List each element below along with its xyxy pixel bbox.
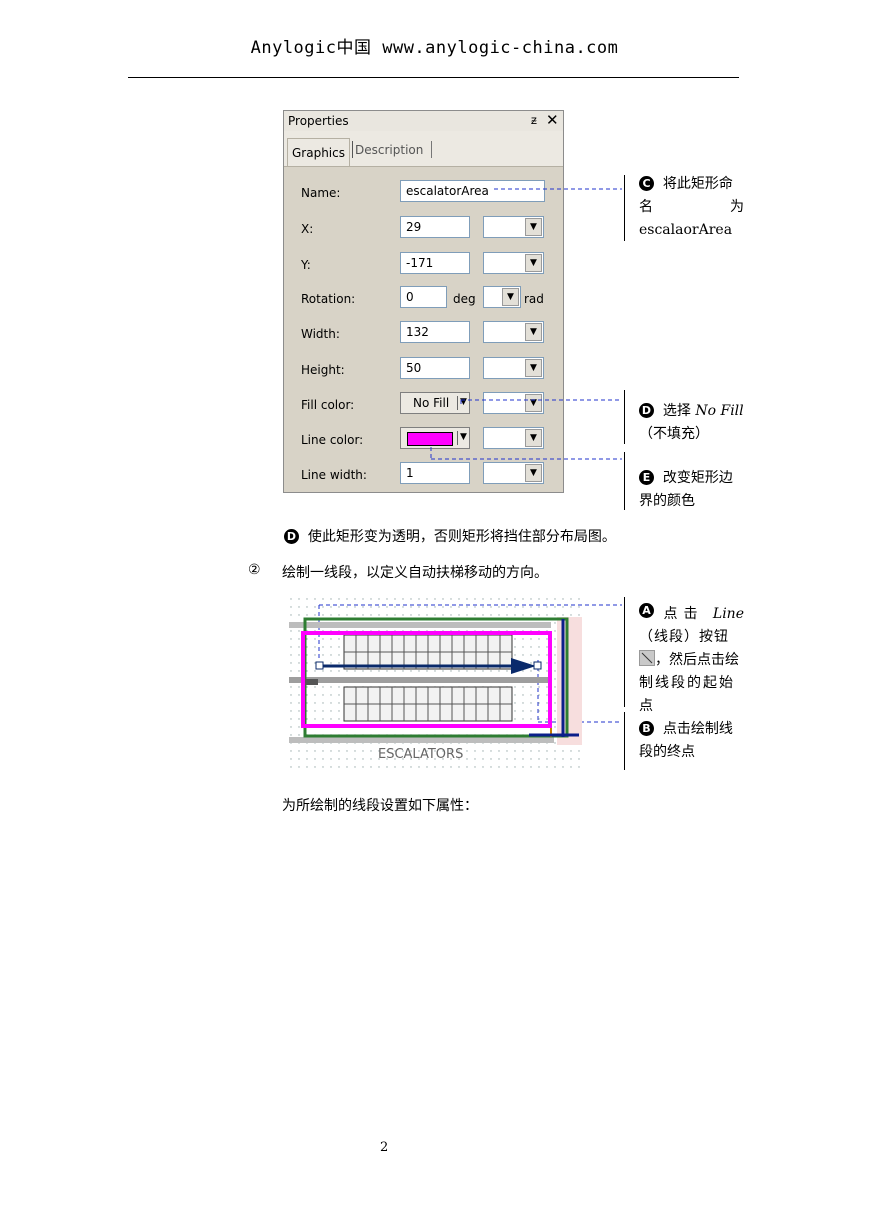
button-divider	[457, 396, 458, 410]
chevron-down-icon: ▼	[525, 218, 542, 236]
callout-a-text: 点击	[663, 606, 704, 622]
callout-e-number: E	[639, 470, 654, 485]
note-text: 使此矩形变为透明，否则矩形将挡住部分布局图。	[307, 529, 616, 545]
after-text: 为所绘制的线段设置如下属性：	[282, 798, 478, 814]
x-label: X:	[301, 222, 314, 236]
callout-d-text: 选择	[662, 403, 696, 419]
close-icon[interactable]: ✕	[546, 111, 559, 129]
x-unit-combo[interactable]: ▼	[483, 216, 544, 238]
callout-c-text: escalaorArea	[639, 222, 733, 238]
step-marker: ②	[248, 562, 261, 578]
deg-label: deg	[453, 292, 476, 306]
fill-color-combo[interactable]: ▼	[483, 392, 544, 414]
y-label: Y:	[301, 258, 311, 272]
rotation-label: Rotation:	[301, 292, 356, 306]
callout-bar	[624, 452, 625, 510]
page-number: 2	[380, 1140, 389, 1155]
callout-a: A 点击 Line （线段）按钮 ，然后点击绘 制线段的起始 点	[639, 603, 744, 718]
height-field[interactable]: 50	[400, 357, 470, 379]
width-label: Width:	[301, 327, 340, 341]
line-width-field[interactable]: 1	[400, 462, 470, 484]
escalator-label: ESCALATORS	[378, 747, 463, 762]
rad-label: rad	[524, 292, 544, 306]
callout-b: B 点击绘制线 段的终点	[639, 718, 749, 764]
name-field[interactable]: escalatorArea	[400, 180, 545, 202]
tab-separator	[431, 141, 432, 158]
callout-a-number: A	[639, 603, 654, 618]
callout-a-text: ，然后点击绘	[655, 652, 739, 668]
line-width-combo[interactable]: ▼	[483, 462, 544, 484]
callout-d-number: D	[639, 403, 654, 418]
callout-a-text: 制线段的起始	[639, 675, 735, 691]
header-rule	[128, 77, 739, 78]
tab-description[interactable]: Description	[355, 143, 424, 157]
chevron-down-icon: ▼	[525, 254, 542, 272]
callout-b-number: B	[639, 721, 654, 736]
callout-c-text: 将此矩形命	[662, 176, 733, 192]
chevron-down-icon: ▼	[525, 394, 542, 412]
chevron-down-icon: ▼	[525, 464, 542, 482]
callout-bar	[624, 597, 625, 707]
line-color-label: Line color:	[301, 433, 364, 447]
callout-a-text: Line	[712, 606, 744, 622]
rotation-unit-combo[interactable]: ▼	[483, 286, 521, 308]
height-label: Height:	[301, 363, 345, 377]
callout-c-text: 名	[639, 199, 653, 215]
fill-color-button[interactable]: No Fill ▼	[400, 392, 470, 414]
chevron-down-icon: ▼	[525, 429, 542, 447]
callout-e-text: 改变矩形边	[662, 470, 733, 486]
callout-bar	[624, 390, 625, 444]
note-paragraph: D 使此矩形变为透明，否则矩形将挡住部分布局图。	[284, 526, 616, 546]
fill-color-label: Fill color:	[301, 398, 355, 412]
properties-panel: Properties ᵶ ✕ Graphics Description Name…	[283, 110, 564, 493]
callout-d-text: （不填充）	[639, 426, 709, 442]
callout-a-text: 点	[639, 698, 653, 714]
callout-b-text: 点击绘制线	[662, 721, 733, 737]
callout-bar	[624, 175, 625, 241]
tab-graphics[interactable]: Graphics	[287, 138, 350, 166]
rotation-field[interactable]: 0	[400, 286, 447, 308]
line-width-label: Line width:	[301, 468, 367, 482]
chevron-down-icon: ▼	[502, 288, 519, 306]
chevron-down-icon: ▼	[460, 397, 467, 407]
line-tool-icon	[639, 650, 655, 666]
y-unit-combo[interactable]: ▼	[483, 252, 544, 274]
line-color-button[interactable]: ▼	[400, 427, 470, 449]
y-field[interactable]: -171	[400, 252, 470, 274]
callout-c-number: C	[639, 176, 654, 191]
panel-title: Properties	[288, 114, 349, 128]
fill-color-value: No Fill	[413, 396, 450, 410]
chevron-down-icon: ▼	[460, 432, 467, 442]
callout-e: E 改变矩形边 界的颜色	[639, 467, 749, 513]
callout-bar	[624, 712, 625, 770]
callout-d: D 选择 No Fill （不填充）	[639, 400, 749, 446]
callout-c-text: 为	[730, 199, 744, 215]
note-number: D	[284, 529, 299, 544]
page-header: Anylogic中国 www.anylogic-china.com	[250, 38, 619, 58]
tab-separator	[352, 141, 353, 158]
callout-a-text: （线段）按钮	[639, 629, 729, 645]
escalator-figure: ESCALATORS	[289, 597, 582, 773]
width-unit-combo[interactable]: ▼	[483, 321, 544, 343]
step-text: 绘制一线段，以定义自动扶梯移动的方向。	[282, 565, 548, 581]
name-label: Name:	[301, 186, 341, 200]
pin-icon[interactable]: ᵶ	[531, 113, 537, 127]
button-divider	[457, 431, 458, 445]
callout-d-text: No Fill	[695, 403, 744, 419]
callout-b-text: 段的终点	[639, 744, 695, 760]
callout-c: C 将此矩形命 名 为 escalaorArea	[639, 173, 744, 242]
panel-titlebar: Properties ᵶ ✕	[284, 111, 563, 132]
callout-e-text: 界的颜色	[639, 493, 695, 509]
line-color-combo[interactable]: ▼	[483, 427, 544, 449]
line-color-swatch	[407, 432, 453, 446]
chevron-down-icon: ▼	[525, 359, 542, 377]
height-unit-combo[interactable]: ▼	[483, 357, 544, 379]
width-field[interactable]: 132	[400, 321, 470, 343]
chevron-down-icon: ▼	[525, 323, 542, 341]
x-field[interactable]: 29	[400, 216, 470, 238]
